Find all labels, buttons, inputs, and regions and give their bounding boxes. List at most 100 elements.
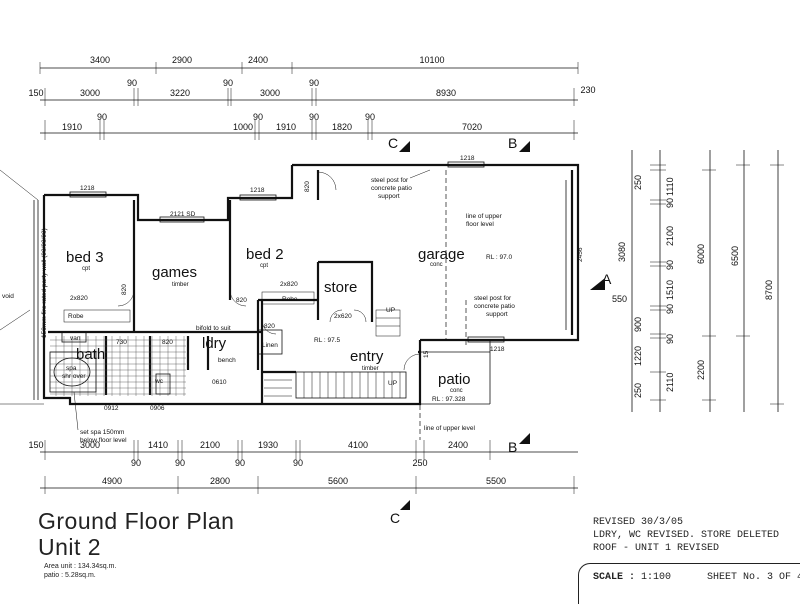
dim-15: 15 xyxy=(423,350,430,358)
title-block-box: SCALE : 1:100 SHEET No. 3 OF 4 xyxy=(578,563,800,604)
wc-pan xyxy=(155,373,171,395)
dim-r-outer2-0: 6500 xyxy=(730,246,740,266)
dim-r-inner-7: 900 xyxy=(633,317,643,332)
window-bed3: 1218 xyxy=(80,185,95,192)
scale-text: SCALE : 1:100 xyxy=(593,572,671,583)
dim-bot1-10: 250 xyxy=(412,458,427,468)
walls xyxy=(42,163,580,406)
dim-top3-6: 1820 xyxy=(332,122,352,132)
line-upper-1a: line of upper xyxy=(466,213,503,220)
dim-top3-2: 1000 xyxy=(233,122,253,132)
entry-rl: RL : 97.5 xyxy=(314,337,341,344)
room-games: games xyxy=(152,264,197,281)
dim-top3-8: 7020 xyxy=(462,122,482,132)
dim-top3-5: 90 xyxy=(309,112,319,122)
section-b-top-arrow xyxy=(519,141,530,152)
leader-spa-note xyxy=(73,391,79,431)
area-schedule: Area unit : 134.34sq.m. patio : 5.28sq.m… xyxy=(44,562,116,580)
room-labels: bed 3 cpt games timber bed 2 cpt garage … xyxy=(2,246,513,403)
room-patio-finish: conc xyxy=(450,388,463,394)
door-linen-size: 820 xyxy=(264,323,275,330)
revision-notes: REVISED 30/3/05 LDRY, WC REVISED. STORE … xyxy=(593,516,779,555)
scale-label: SCALE : xyxy=(593,572,636,583)
steel-post-1c: support xyxy=(378,193,400,200)
drawing-title-line1: Ground Floor Plan xyxy=(38,508,235,534)
dim-r-outer-0: 6000 xyxy=(696,244,706,264)
dim-bot1-0: 150 xyxy=(28,440,43,450)
room-patio: patio xyxy=(438,371,471,388)
store-door-size: 2x620 xyxy=(334,313,352,320)
steel-post-2a: steel post for xyxy=(474,295,512,302)
bottom-dimensions: 150 3000 90 1410 90 2100 90 1930 90 4100… xyxy=(28,440,578,494)
steel-post-1b: concrete patio xyxy=(371,185,412,192)
room-bath: bath xyxy=(76,346,105,363)
dim-top1-1: 2900 xyxy=(172,55,192,65)
door-swings xyxy=(117,171,421,371)
robe2-outline xyxy=(261,291,315,305)
window-garage-bottom: 1218 xyxy=(490,346,505,353)
dim-bot1-4: 90 xyxy=(175,458,185,468)
linen-label: Linen xyxy=(262,342,278,349)
door-820b: 820 xyxy=(162,339,173,346)
dim-top2-2: 90 xyxy=(127,78,137,88)
door-bed2-size: 820 xyxy=(236,297,247,304)
dim-bot1-8: 90 xyxy=(293,458,303,468)
dim-top2-6: 90 xyxy=(309,78,319,88)
dim-r-inner-5: 1510 xyxy=(665,280,675,300)
dim-top3-3: 90 xyxy=(253,112,263,122)
room-store: store xyxy=(324,279,357,296)
dim-bot1-9: 4100 xyxy=(348,440,368,450)
dim-r-inner-3: 2100 xyxy=(665,226,675,246)
dim-r-inner-4: 90 xyxy=(665,260,675,270)
dim-top2-4: 90 xyxy=(223,78,233,88)
spa-note-b: below floor level xyxy=(80,437,127,444)
window-0912: 0912 xyxy=(104,405,119,412)
window-garage-top: 1218 xyxy=(460,155,475,162)
robe1-outline xyxy=(63,309,131,323)
door-730: 730 xyxy=(116,339,127,346)
dim-top2-0: 150 xyxy=(28,88,43,98)
room-ldry: ldry xyxy=(202,335,227,352)
dim-top2-1: 3000 xyxy=(80,88,100,98)
dim-bot1-1: 3000 xyxy=(80,440,100,450)
line-upper-2: line of upper level xyxy=(424,425,476,432)
dim-top1-2: 2400 xyxy=(248,55,268,65)
dim-bot1-5: 2100 xyxy=(200,440,220,450)
top-dimensions: 3400 2900 2400 10100 150 3000 90 3220 90… xyxy=(28,55,596,140)
room-entry: entry xyxy=(350,348,384,365)
dim-r-inner-8: 90 xyxy=(665,334,675,344)
dim-top3-0: 1910 xyxy=(62,122,82,132)
room-bed2-finish: cpt xyxy=(260,263,268,269)
dim-bot2-0: 4900 xyxy=(102,476,122,486)
dim-top1-3: 10100 xyxy=(419,55,444,65)
dim-top2-5: 3000 xyxy=(260,88,280,98)
stair-up-2: UP xyxy=(388,380,397,387)
spa-label: spa xyxy=(66,365,77,372)
section-c-top: C xyxy=(388,135,398,151)
dim-r-inner-6: 90 xyxy=(665,304,675,314)
line-upper-1b: floor level xyxy=(466,221,494,228)
dim-top3-7: 90 xyxy=(365,112,375,122)
drawing-title: Ground Floor Plan Unit 2 xyxy=(38,508,234,560)
area-patio: patio : 5.28sq.m. xyxy=(44,572,96,579)
dim-bot2-3: 5500 xyxy=(486,476,506,486)
spa-note-a: set spa 150mm xyxy=(80,429,124,436)
linen-cupboard xyxy=(257,329,283,355)
stairs xyxy=(264,309,407,399)
dim-bot1-11: 2400 xyxy=(448,440,468,450)
dim-top3-4: 1910 xyxy=(276,122,296,132)
room-void: void xyxy=(2,293,14,300)
dim-bot1-6: 90 xyxy=(235,458,245,468)
garage-rl: RL : 97.0 xyxy=(486,254,513,261)
scale-value: 1:100 xyxy=(641,572,672,583)
steel-post-2b: concrete patio xyxy=(474,303,515,310)
dim-r-outer-1: 2200 xyxy=(696,360,706,380)
right-dimensions: 250 1110 90 2100 90 1510 90 900 90 1220 … xyxy=(612,150,784,412)
dim-bot1-2: 90 xyxy=(131,458,141,468)
spa-tub xyxy=(53,357,91,387)
revision-line-3: ROOF - UNIT 1 REVISED xyxy=(593,543,720,554)
section-b-bottom: B xyxy=(508,439,517,455)
section-b-top: B xyxy=(508,135,517,151)
room-games-finish: timber xyxy=(172,282,189,288)
party-wall xyxy=(0,169,44,405)
